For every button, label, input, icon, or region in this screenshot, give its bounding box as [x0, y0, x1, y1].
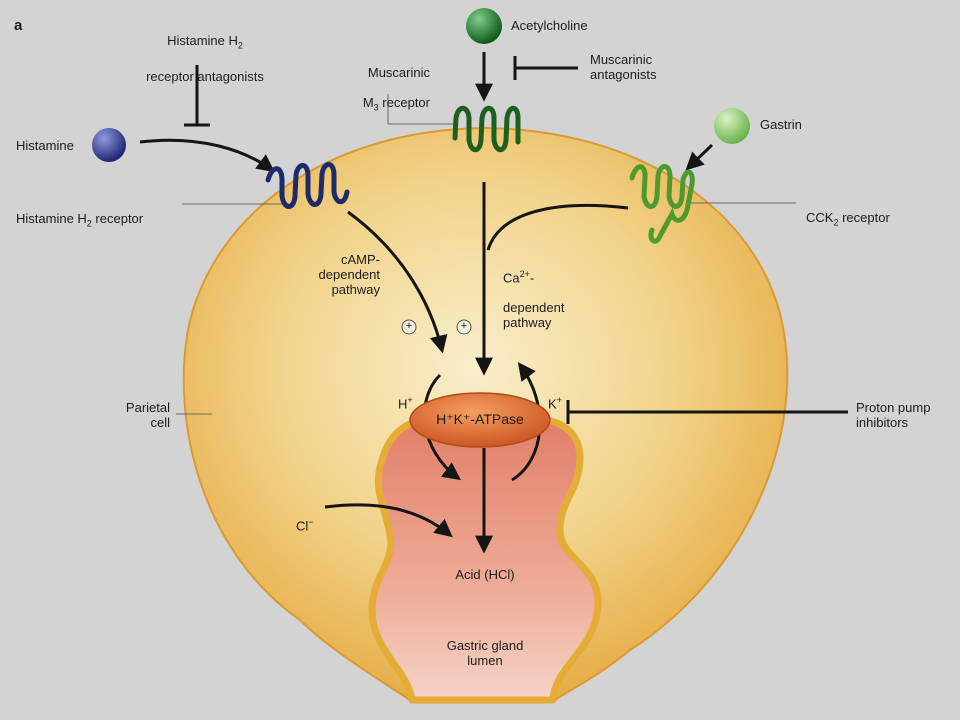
- k-ion-label: K+: [548, 395, 562, 412]
- ca-plus-text: +: [460, 320, 468, 332]
- atpase-label: H⁺K⁺-ATPase: [436, 411, 524, 427]
- chloride-label: Cl−: [296, 517, 314, 534]
- cck2-receptor-icon: [629, 163, 695, 244]
- camp-pathway-label: cAMP- dependent pathway: [318, 252, 380, 297]
- ca-plus-symbol: [456, 319, 472, 335]
- gastrin-arrow: [685, 143, 714, 171]
- gastrin-ligand: [714, 108, 750, 144]
- histamine-ligand: [92, 128, 126, 162]
- camp-plus-symbol: [401, 319, 417, 335]
- histamine-arrow: [139, 138, 275, 173]
- lumen-label: Gastric gland lumen: [446, 638, 524, 668]
- h-ion-label: H+: [398, 395, 413, 412]
- m3-receptor-icon: [452, 105, 521, 153]
- h2-receptor-icon: [265, 161, 350, 209]
- chloride-arrow: [324, 503, 453, 538]
- muscarinic-antagonists-label: Muscarinic antagonists: [590, 52, 657, 82]
- proton-pump-inhibitors-label: Proton pump inhibitors: [856, 400, 931, 430]
- cck2-receptor-label: CCK2 receptor: [806, 210, 890, 228]
- camp-pathway-arrow: [347, 210, 448, 354]
- h-k-atpase-pump: [409, 392, 551, 448]
- histamine-label: Histamine: [16, 138, 74, 153]
- ca-pathway-label: Ca2+- dependent pathway: [503, 269, 565, 331]
- gastrin-label: Gastrin: [760, 117, 802, 132]
- camp-plus-text: +: [405, 320, 413, 332]
- acetylcholine-ligand: [466, 8, 502, 44]
- panel-label: a: [14, 17, 23, 34]
- h2-receptor-label: Histamine H2 receptor: [16, 211, 144, 229]
- h2-antagonists-label: Histamine H2 receptor antagonists: [146, 33, 264, 84]
- parietal-cell-label: Parietal cell: [125, 400, 170, 430]
- muscarinic-m3-label: Muscarinic M3 receptor: [362, 65, 430, 113]
- acetylcholine-label: Acetylcholine: [511, 18, 588, 33]
- cck2-pathway-curve: [486, 203, 629, 251]
- acid-label: Acid (HCl): [455, 567, 515, 582]
